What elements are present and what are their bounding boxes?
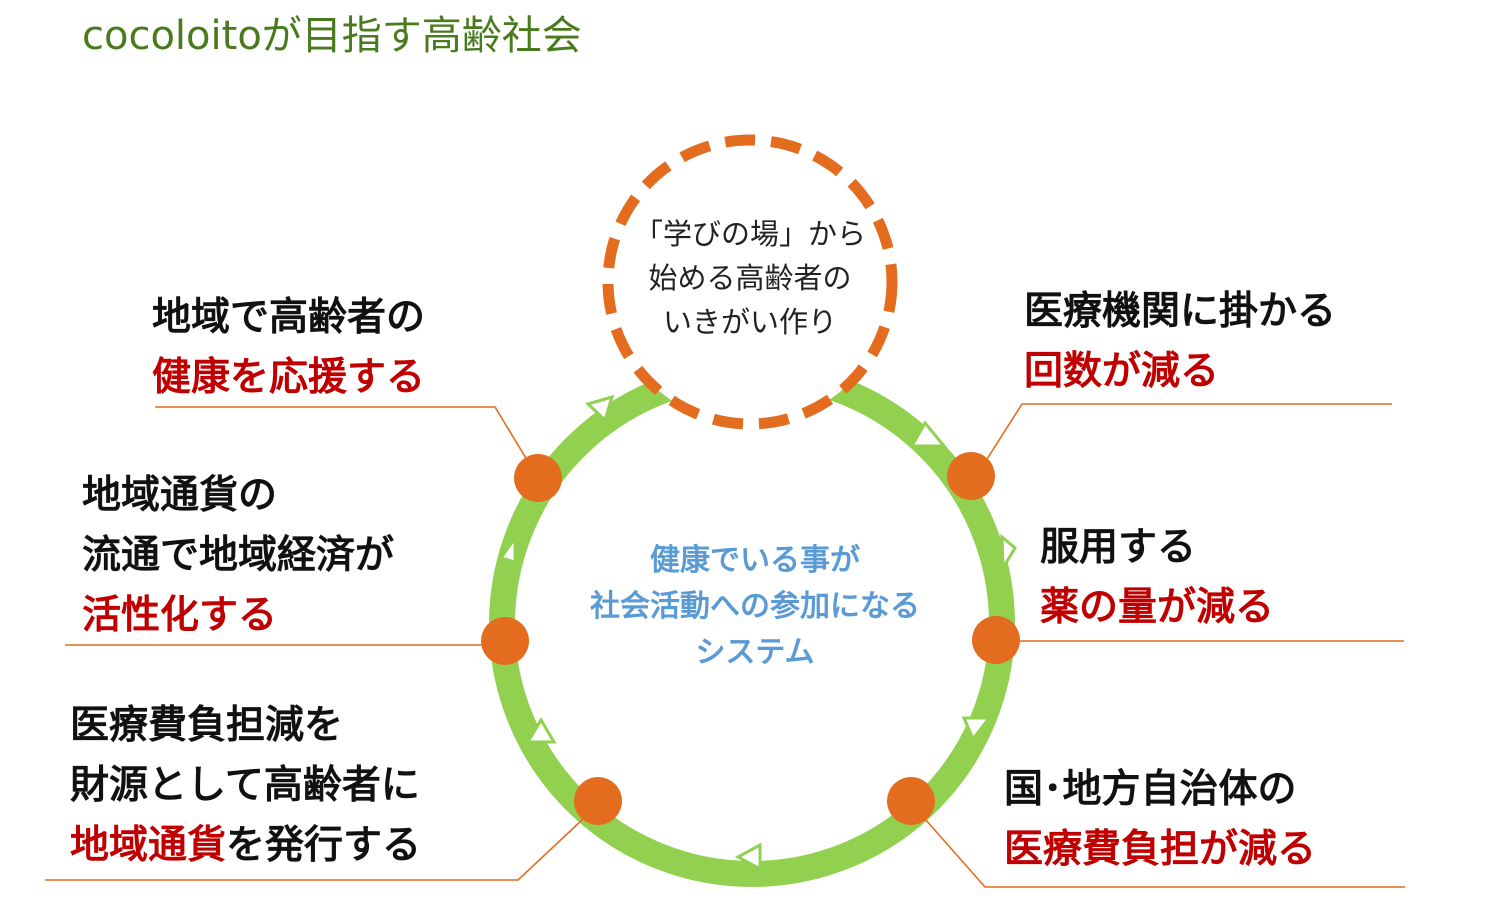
node-left-3 bbox=[574, 777, 622, 825]
outcome-highlight: 健康を応援する bbox=[152, 355, 426, 400]
outcome-highlight: 回数が減る bbox=[1024, 349, 1220, 394]
page-title: cocoloitoが目指す高齢社会 bbox=[82, 13, 582, 59]
outcome-line: 国･地方自治体の bbox=[1004, 767, 1297, 812]
outcome-line: 地域通貨の bbox=[82, 473, 278, 518]
outcome-line: 財源として高齢者に bbox=[70, 763, 420, 808]
leader-line-left-1 bbox=[155, 406, 539, 479]
center-line: システム bbox=[695, 635, 815, 670]
outcome-left-3: 医療費負担減を 財源として高齢者に 地域通貨を発行する bbox=[70, 696, 421, 876]
node-left-1 bbox=[514, 454, 562, 502]
outcome-right-1: 医療機関に掛かる 回数が減る bbox=[1024, 282, 1336, 402]
outcome-right-2: 服用する 薬の量が減る bbox=[1040, 518, 1274, 638]
outcome-highlight: 薬の量が減る bbox=[1040, 585, 1275, 630]
center-line: 健康でいる事が bbox=[650, 543, 860, 578]
outcome-highlight: 地域通貨 bbox=[70, 823, 227, 868]
outcome-left-2: 地域通貨の 流通で地域経済が 活性化する bbox=[82, 466, 394, 646]
top-dashed-circle bbox=[602, 134, 898, 430]
top-node-line: いきがい作り bbox=[662, 305, 837, 339]
node-right-3 bbox=[887, 777, 935, 825]
leader-line-left-3 bbox=[45, 804, 599, 881]
leader-lines bbox=[45, 403, 1405, 888]
leader-line-right-3 bbox=[909, 801, 1405, 888]
arrow-head bbox=[961, 716, 993, 742]
outcome-suffix: を発行する bbox=[226, 823, 422, 868]
arrow-head bbox=[1000, 533, 1017, 574]
center-text: 健康でいる事が 社会活動への参加になる システム bbox=[520, 538, 990, 676]
arrow-head bbox=[498, 533, 517, 564]
center-line: 社会活動への参加になる bbox=[590, 589, 920, 624]
top-node-line: 「学びの場」から bbox=[633, 217, 866, 251]
cycle-arrows bbox=[498, 394, 1017, 872]
top-node-text: 「学びの場」から 始める高齢者の いきがい作り bbox=[610, 212, 890, 344]
arrow-head bbox=[909, 420, 948, 448]
outcome-highlight: 医療費負担が減る bbox=[1004, 827, 1317, 872]
outcome-line: 医療費負担減を bbox=[70, 703, 344, 748]
outcome-right-3: 国･地方自治体の 医療費負担が減る bbox=[1004, 760, 1316, 880]
cycle-nodes bbox=[481, 452, 1020, 825]
node-left-2 bbox=[481, 617, 529, 665]
node-right-1 bbox=[947, 452, 995, 500]
top-node-line: 始める高齢者の bbox=[648, 261, 852, 295]
outcome-line: 流通で地域経済が bbox=[82, 533, 395, 578]
outcome-line: 服用する bbox=[1040, 525, 1197, 570]
arrow-head bbox=[585, 394, 615, 423]
leader-line-right-1 bbox=[974, 403, 1392, 479]
node-right-2 bbox=[972, 616, 1020, 664]
arrow-head bbox=[525, 717, 557, 744]
arrow-head bbox=[734, 842, 762, 872]
outcome-left-1: 地域で高齢者の 健康を応援する bbox=[152, 288, 425, 408]
outcome-highlight: 活性化する bbox=[82, 593, 278, 638]
outcome-line: 地域で高齢者の bbox=[152, 295, 426, 340]
outcome-line: 医療機関に掛かる bbox=[1024, 289, 1337, 334]
